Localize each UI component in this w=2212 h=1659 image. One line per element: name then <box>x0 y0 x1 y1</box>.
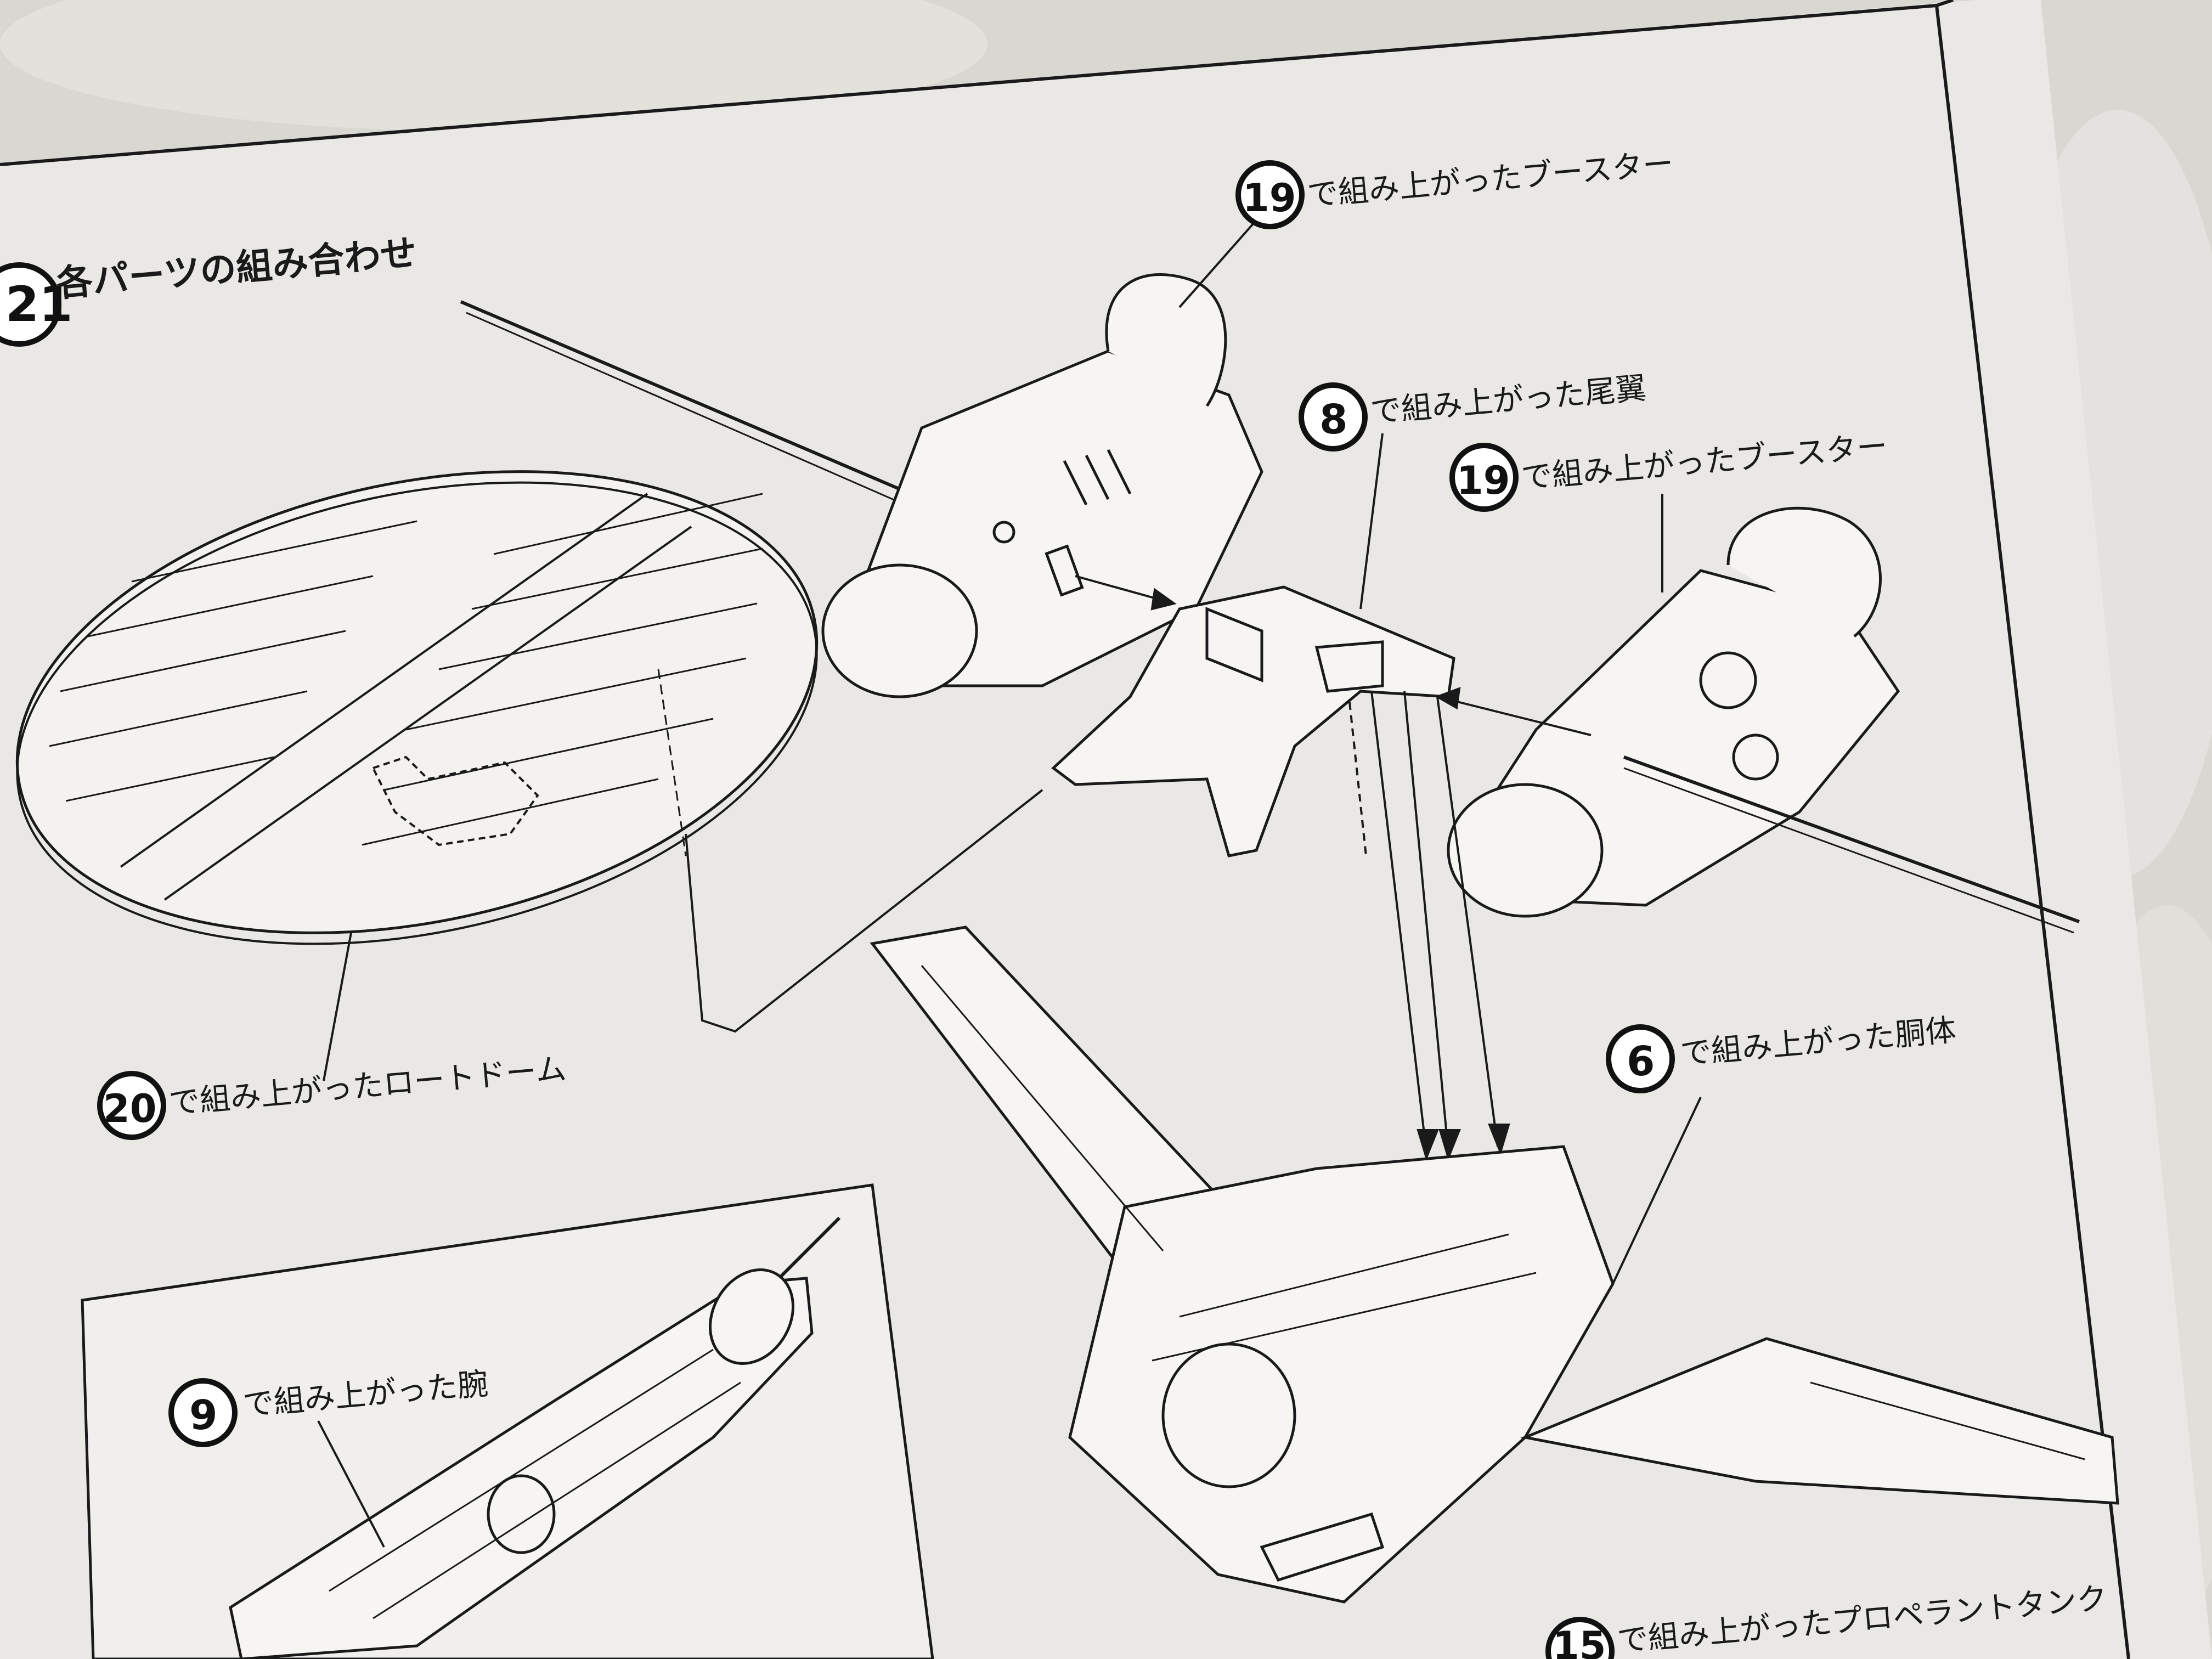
callout-number: 20 <box>103 1086 156 1131</box>
rotodome-leader-line <box>685 789 1043 1033</box>
rotodome-illustration <box>15 470 819 945</box>
step-number: 21 <box>5 276 72 332</box>
tail-unit-illustration <box>1051 585 1455 857</box>
fuselage-illustration <box>870 926 2119 1604</box>
callout-number: 8 <box>1319 396 1348 443</box>
fuselage-callout-line <box>1612 1097 1702 1284</box>
callout-number: 19 <box>1243 176 1296 221</box>
right-booster-illustration <box>1447 506 2080 934</box>
callout-number: 19 <box>1457 458 1510 503</box>
callout-number: 6 <box>1627 1038 1655 1085</box>
rotodome-callout-line <box>323 932 352 1081</box>
arm-illustration <box>229 1216 841 1659</box>
callout-number: 15 <box>1553 1623 1606 1659</box>
callout-number: 9 <box>189 1392 218 1439</box>
arm-callout-line <box>317 1420 385 1548</box>
assembly-arrows <box>1075 575 1592 1161</box>
fabric-fold <box>0 0 988 132</box>
arm-inset-box <box>81 1183 934 1659</box>
step-number-badge <box>0 262 61 347</box>
